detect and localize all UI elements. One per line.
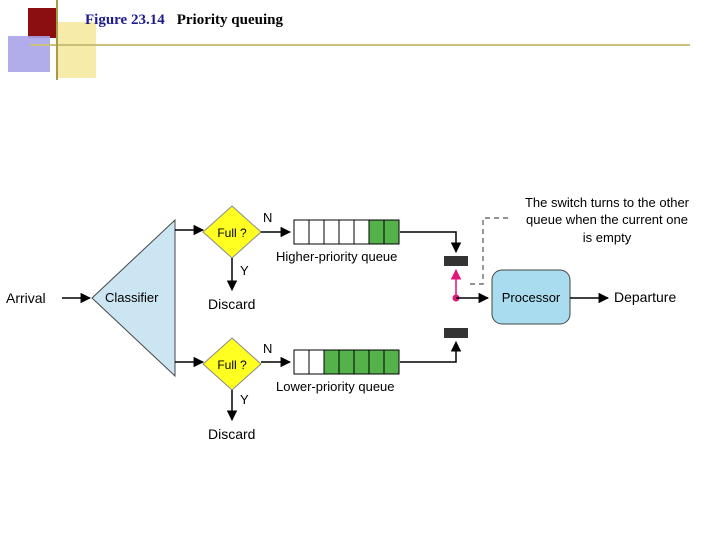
low-discard-label: Discard — [208, 426, 255, 442]
high-decision-label: Full ? — [217, 226, 247, 240]
lower-priority-queue — [293, 349, 400, 375]
queue-slot-empty — [293, 349, 310, 375]
queue-slot-filled — [353, 349, 370, 375]
low-switch-contact — [444, 328, 468, 338]
lower-priority-queue-label: Lower-priority queue — [276, 379, 395, 394]
queue-slot-empty — [323, 219, 340, 245]
switch-note-line-3: is empty — [583, 230, 632, 245]
departure-label: Departure — [614, 289, 676, 305]
high-yes-label: Y — [240, 263, 249, 278]
slide-title: Figure 23.14 Priority queuing — [85, 12, 283, 29]
higher-priority-queue — [293, 219, 400, 245]
high-switch-contact — [444, 256, 468, 266]
low-queue-to-switch-arrow — [400, 340, 462, 363]
classifier-triangle — [91, 218, 176, 378]
higher-priority-queue-label: Higher-priority queue — [276, 249, 397, 264]
queue-slot-filled — [323, 349, 340, 375]
low-decision-label: Full ? — [217, 358, 247, 372]
queue-slot-filled — [368, 219, 385, 245]
queue-slot-filled — [383, 349, 400, 375]
queue-slot-empty — [353, 219, 370, 245]
high-discard-label: Discard — [208, 296, 255, 312]
queue-slot-filled — [368, 349, 385, 375]
decorative-red-square — [28, 8, 56, 38]
figure-number: Figure 23.14 — [85, 12, 165, 28]
classifier-label: Classifier — [105, 290, 159, 305]
arrival-label: Arrival — [6, 290, 46, 306]
low-yes-label: Y — [240, 392, 249, 407]
queue-slot-filled — [338, 349, 355, 375]
figure-title: Priority queuing — [176, 12, 283, 28]
decorative-yellow-square — [56, 22, 96, 78]
processor-label: Processor — [502, 290, 561, 305]
low-no-label: N — [263, 341, 272, 356]
switch-note-line-1: The switch turns to the other — [525, 195, 690, 210]
decorative-blue-square — [8, 36, 50, 72]
high-no-label: N — [263, 210, 272, 225]
queue-slot-empty — [308, 349, 325, 375]
queue-slot-filled — [383, 219, 400, 245]
processor-box — [491, 269, 571, 325]
decorative-vertical-line — [56, 0, 58, 80]
switch-note-leader — [470, 217, 508, 285]
queue-slot-empty — [293, 219, 310, 245]
decorative-horizontal-line — [30, 44, 690, 46]
queue-slot-empty — [308, 219, 325, 245]
high-queue-to-switch-arrow — [400, 231, 462, 254]
switch-note-line-2: queue when the current one — [526, 212, 688, 227]
queue-slot-empty — [338, 219, 355, 245]
